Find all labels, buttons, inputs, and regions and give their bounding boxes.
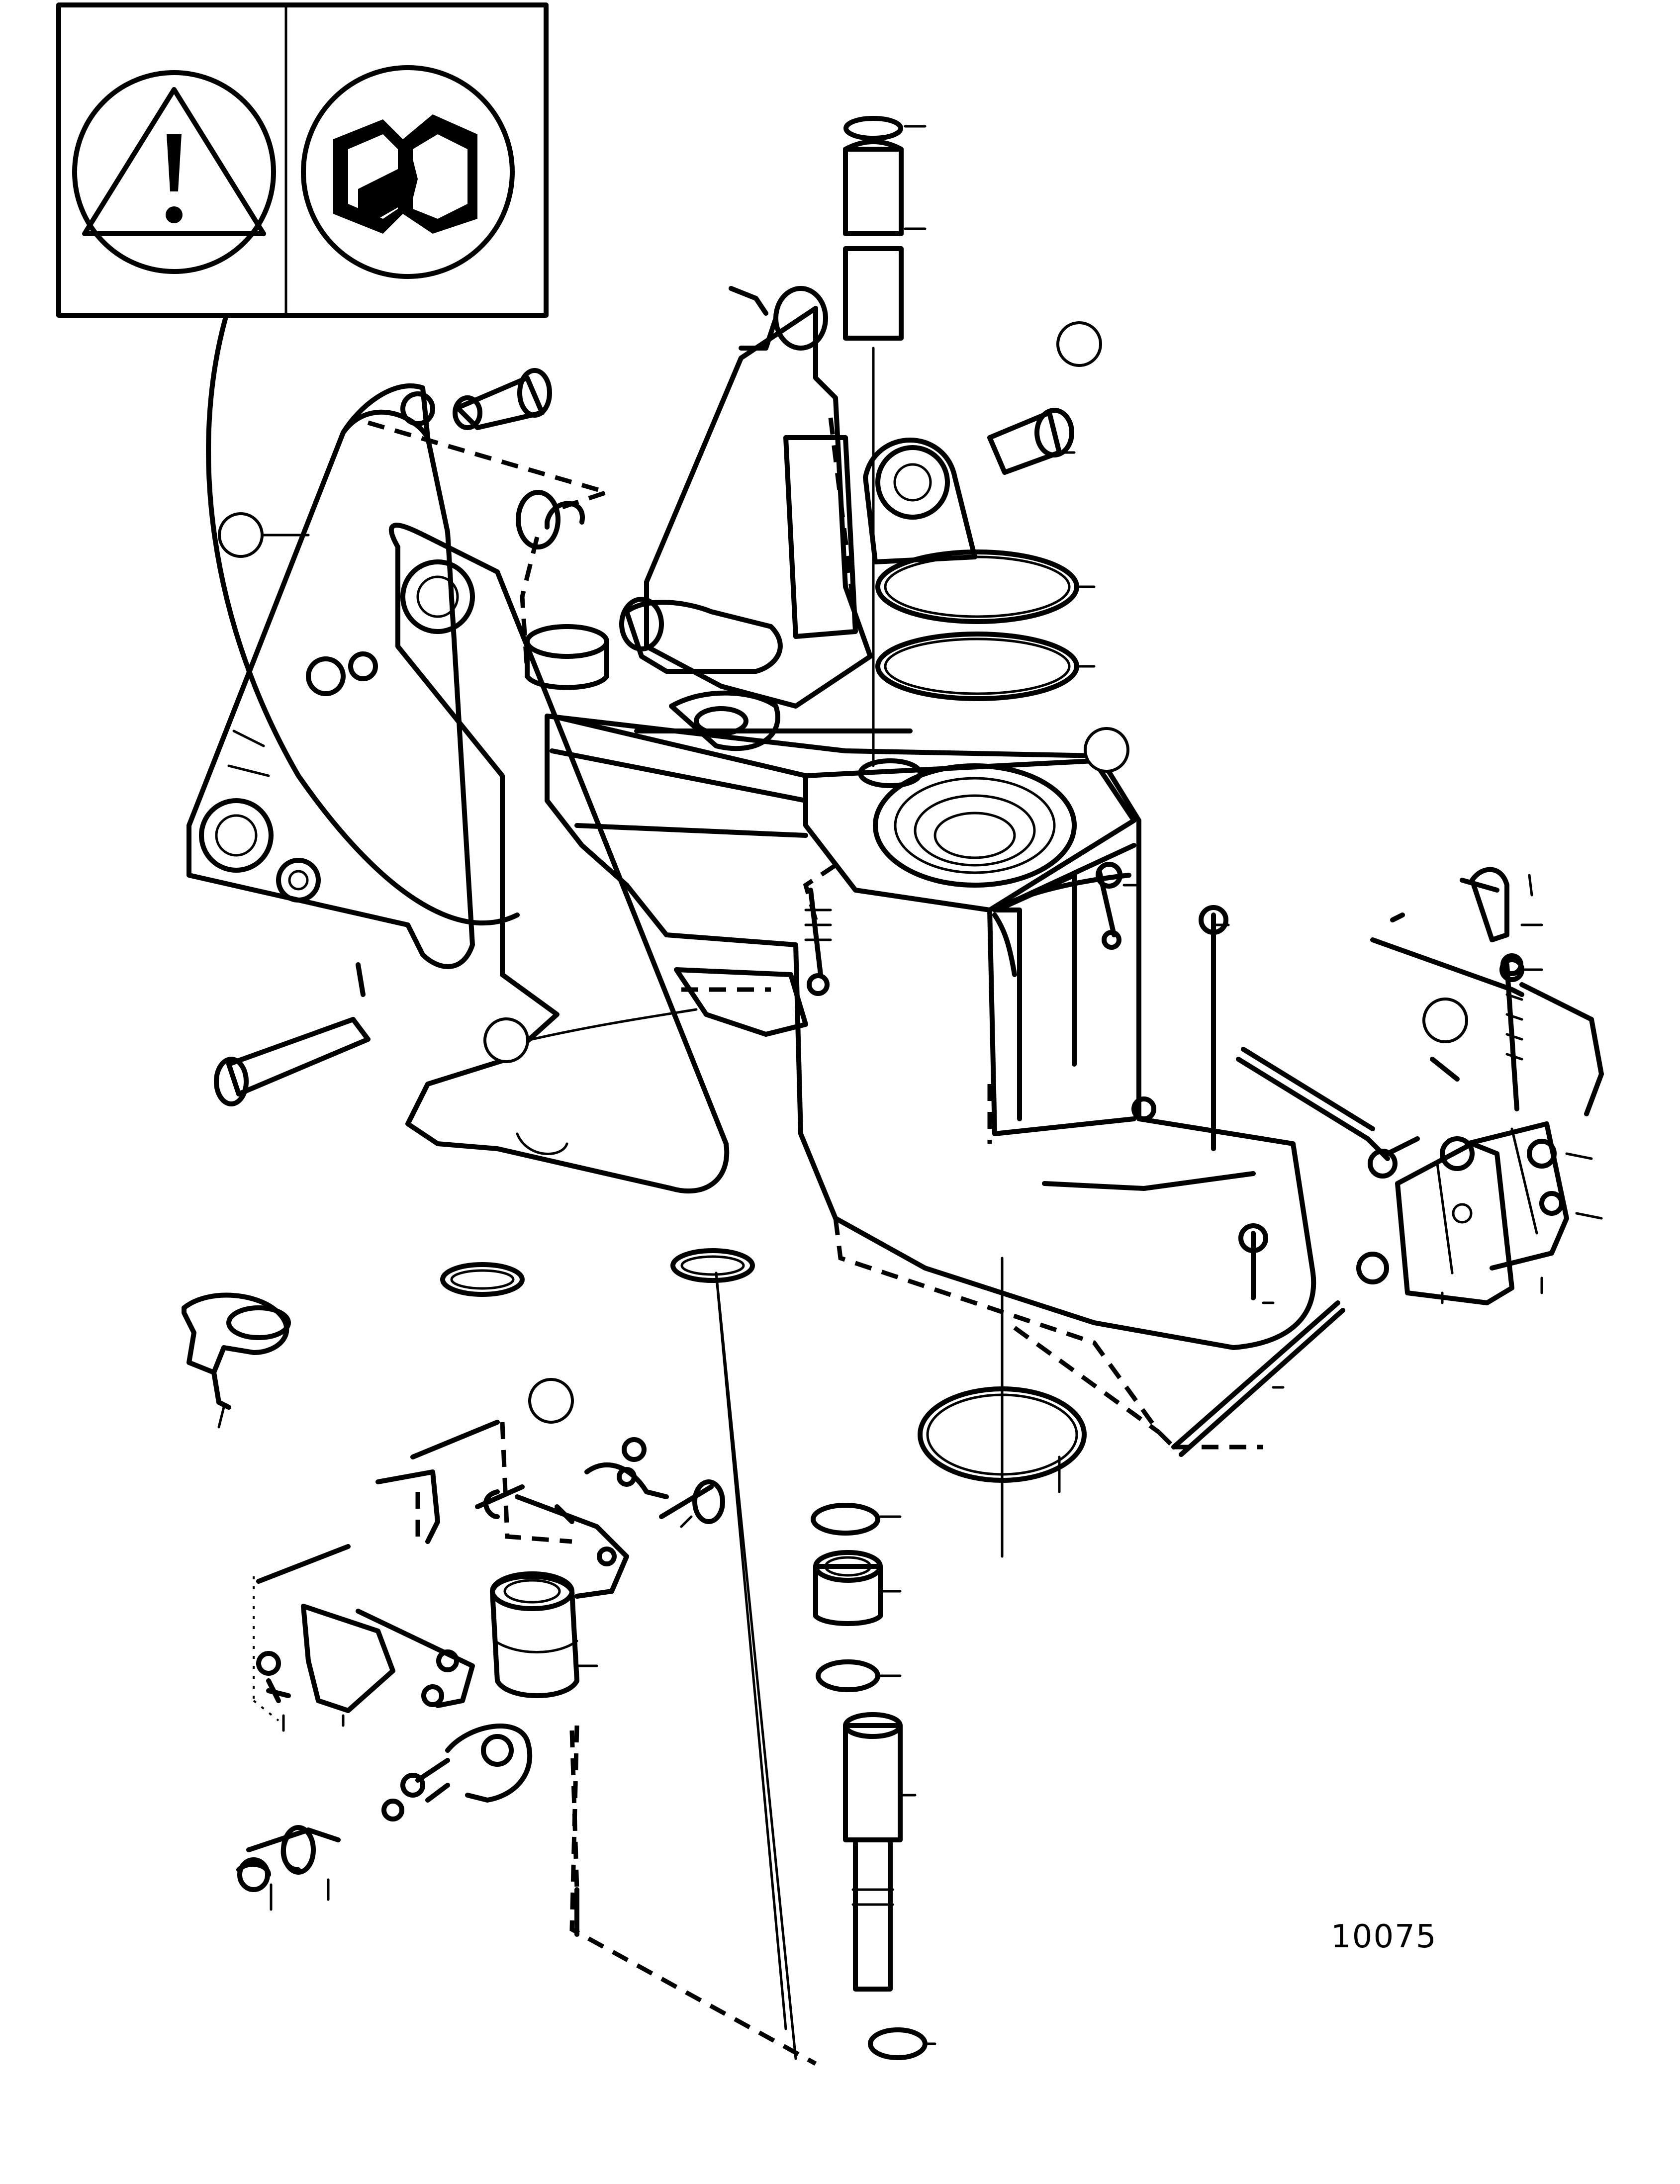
- callout-circle: [483, 1017, 529, 1063]
- symbol-box: [56, 2, 549, 318]
- pivot-boss: [863, 408, 1074, 564]
- swing-arm: [388, 523, 730, 1194]
- drawing-reference-number: 10075: [1331, 1918, 1437, 1955]
- leader-lines: [217, 125, 1543, 2045]
- upper-tube: [843, 116, 904, 341]
- right-bracket: [644, 286, 873, 709]
- left-bracket: [187, 383, 475, 969]
- callout-circle: [1056, 321, 1102, 367]
- main-bolt: [214, 1017, 371, 1106]
- callout-circle: [1084, 727, 1129, 773]
- manual-reference-icon: [301, 65, 515, 279]
- elbow-fitting: [619, 597, 783, 674]
- pin-left-top: [453, 368, 552, 430]
- callout-circle: [1422, 998, 1468, 1043]
- swivel-housing: [490, 1571, 579, 1698]
- main-housing: [545, 714, 1316, 1350]
- shift-mechanism: [1356, 937, 1604, 1305]
- lower-left-assembly: [182, 1248, 755, 1937]
- lower-tube: [811, 1503, 928, 2060]
- cover-cap: [525, 624, 609, 690]
- callout-circle: [218, 512, 264, 558]
- callout-circle: [528, 1378, 574, 1424]
- warning-triangle-icon: [72, 70, 276, 274]
